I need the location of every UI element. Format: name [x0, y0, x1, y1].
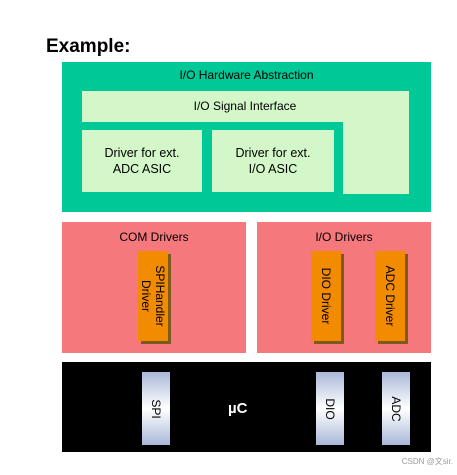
driver-ext-io-line2: I/O ASIC [248, 162, 298, 176]
spi-handler-line2: Driver [139, 280, 153, 312]
microcontroller-block: µC SPI DIO ADC [62, 362, 431, 452]
driver-ext-adc-asic-box: Driver for ext. ADC ASIC [82, 130, 202, 192]
io-drivers-label: I/O Drivers [315, 230, 373, 244]
driver-ext-adc-line2: ADC ASIC [112, 162, 172, 176]
spi-handler-driver-label: SPIHandler Driver [139, 265, 167, 326]
microcontroller-label: µC [228, 400, 248, 417]
spi-peripheral-label: SPI [149, 398, 163, 419]
dio-peripheral-label: DIO [323, 397, 337, 420]
spi-handler-line1: SPIHandler [153, 265, 167, 327]
driver-ext-io-asic-box: Driver for ext. I/O ASIC [212, 130, 334, 192]
adc-peripheral: ADC [382, 372, 410, 445]
dio-driver-label: DIO Driver [319, 267, 333, 325]
adc-peripheral-label: ADC [389, 395, 403, 422]
driver-ext-adc-asic-label: Driver for ext. ADC ASIC [82, 145, 202, 177]
adc-driver-box: ADC Driver [375, 251, 405, 341]
driver-ext-adc-line1: Driver for ext. [104, 146, 180, 160]
com-drivers-group: COM Drivers SPIHandler Driver [62, 222, 246, 353]
io-signal-interface-label: I/O Signal Interface [193, 99, 297, 113]
io-drivers-group: I/O Drivers DIO Driver ADC Driver [257, 222, 431, 353]
io-signal-interface-box: I/O Signal Interface [82, 91, 408, 122]
io-hardware-abstraction-layer: I/O Hardware Abstraction I/O Signal Inte… [62, 62, 431, 212]
com-drivers-label: COM Drivers [119, 230, 189, 244]
spi-peripheral: SPI [142, 372, 170, 445]
page-title: Example: [46, 36, 131, 57]
dio-peripheral: DIO [316, 372, 344, 445]
driver-ext-io-asic-label: Driver for ext. I/O ASIC [212, 145, 334, 177]
spi-handler-driver-box: SPIHandler Driver [138, 251, 168, 341]
dio-driver-box: DIO Driver [311, 251, 341, 341]
driver-ext-io-line1: Driver for ext. [235, 146, 311, 160]
watermark: CSDN @文sir. [401, 457, 453, 466]
io-hardware-abstraction-label: I/O Hardware Abstraction [179, 68, 314, 82]
adc-driver-label: ADC Driver [383, 265, 397, 327]
